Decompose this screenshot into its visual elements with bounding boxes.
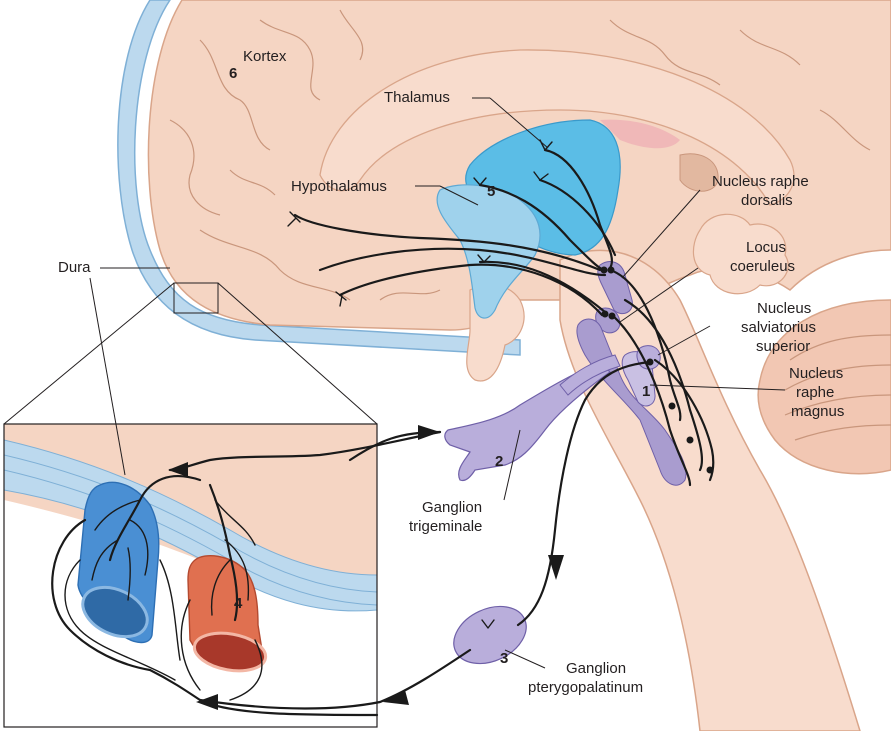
inset-nerves (51, 475, 379, 717)
number-4: 4 (234, 595, 243, 612)
fornix-pink (600, 119, 680, 149)
ganglion-trig-line-2: trigeminale (409, 518, 482, 535)
label-hypothalamus: Hypothalamus (291, 178, 387, 195)
label-locus-coeruleus: Locus coeruleus (730, 239, 795, 275)
cerebellum-folia (784, 334, 891, 441)
raphe-magnus-line-2: raphe (796, 384, 834, 401)
nucleus-salviatorius-superior (636, 345, 661, 370)
label-thalamus: Thalamus (384, 89, 450, 106)
locus-line-1: Locus (746, 239, 786, 256)
trigeminal-root (559, 354, 621, 396)
raphe-magnus-line-3: magnus (791, 403, 844, 420)
label-ganglion-trigeminale: Ganglion trigeminale (409, 499, 486, 535)
number-5: 5 (487, 183, 495, 200)
label-dura: Dura (58, 259, 91, 276)
salviatorius-line-1: Nucleus (757, 300, 811, 317)
leader-lines (89, 97, 786, 669)
label-nucleus-raphe-magnus: Nucleus raphe magnus (789, 365, 847, 420)
colliculi (692, 213, 789, 295)
inset-panel (3, 423, 379, 728)
number-6: 6 (229, 65, 237, 82)
salviatorius-line-3: superior (756, 338, 810, 355)
salviatorius-line-2: salviatorius (741, 319, 816, 336)
ganglion-trig-line-1: Ganglion (422, 499, 482, 516)
pineal (679, 153, 719, 192)
label-nucleus-salviatorius-superior: Nucleus salviatorius superior (741, 300, 820, 355)
raphe-dorsalis-line-2: dorsalis (741, 192, 793, 209)
zoom-source-box (173, 282, 219, 314)
zoom-line-left (3, 282, 175, 425)
label-nucleus-raphe-dorsalis: Nucleus raphe dorsalis (712, 173, 813, 209)
cortex-folds (169, 9, 871, 301)
ganglion-ptery-line-2: pterygopalatinum (528, 679, 643, 696)
raphe-magnus-line-1: Nucleus (789, 365, 843, 382)
label-kortex: Kortex (243, 48, 287, 65)
number-3: 3 (500, 650, 508, 667)
cerebellum (757, 299, 891, 475)
ganglion-ptery-line-1: Ganglion (566, 660, 626, 677)
locus-line-2: coeruleus (730, 258, 795, 275)
label-ganglion-pterygopalatinum: Ganglion pterygopalatinum (528, 660, 643, 696)
raphe-dorsalis-line-1: Nucleus raphe (712, 173, 809, 190)
number-2: 2 (495, 453, 503, 470)
number-1: 1 (642, 383, 650, 400)
zoom-line-right (217, 282, 378, 425)
ganglion-pterygopalatinum (453, 605, 527, 665)
corpus-callosum (319, 49, 795, 206)
meninges-band (117, 0, 521, 356)
nerve-pathways (168, 139, 715, 710)
